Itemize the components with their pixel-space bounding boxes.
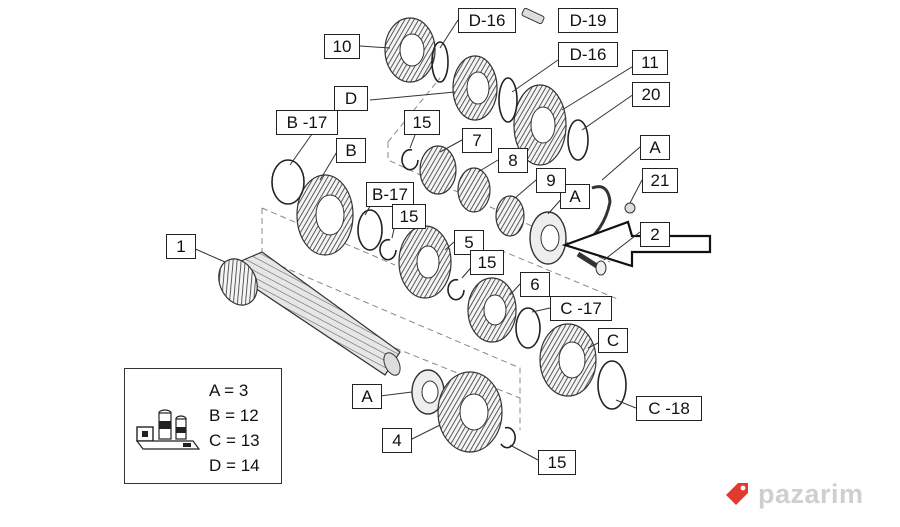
synchro-C <box>539 323 597 397</box>
snap-rings <box>271 41 627 449</box>
gear-10 <box>384 17 436 83</box>
label-6: 6 <box>520 272 550 297</box>
legend-row-D: D = 14 <box>209 456 260 475</box>
gear-7 <box>419 145 457 195</box>
legend-row-C: C = 13 <box>209 431 260 450</box>
kit-legend: A = 3 B = 12 C = 13 D = 14 <box>124 368 282 484</box>
gear-6 <box>467 277 517 343</box>
gear-5 <box>398 225 452 299</box>
label-C: C <box>598 328 628 353</box>
indicator-arrow <box>561 220 712 268</box>
label-10: 10 <box>324 34 360 59</box>
label-D: D <box>334 86 368 111</box>
synchro-D <box>452 55 498 121</box>
kit-parts-icon <box>135 409 201 450</box>
bearing-A-lower <box>411 369 445 415</box>
label-15-upper: 15 <box>404 110 440 135</box>
label-9: 9 <box>536 168 566 193</box>
label-B-17-lower: B-17 <box>366 182 414 207</box>
label-4: 4 <box>382 428 412 453</box>
label-21: 21 <box>642 168 678 193</box>
watermark-text: pazarim <box>758 478 864 509</box>
label-C-17: C -17 <box>550 296 612 321</box>
label-20: 20 <box>632 82 670 107</box>
label-A-middle: A <box>560 184 590 209</box>
gear-4 <box>437 371 503 453</box>
label-B-17-upper: B -17 <box>276 110 338 135</box>
bearing-A-upper <box>529 211 567 265</box>
label-11: 11 <box>632 50 668 75</box>
legend-row-A: A = 3 <box>209 381 249 400</box>
label-D-19: D-19 <box>558 8 618 33</box>
legend-row-B: B = 12 <box>209 406 259 425</box>
label-15-c: 15 <box>470 250 504 275</box>
label-7: 7 <box>462 128 492 153</box>
gear-11 <box>513 84 567 166</box>
gear-9 <box>495 195 525 237</box>
label-A-top: A <box>640 135 670 160</box>
label-D-16-top: D-16 <box>458 8 516 33</box>
label-15-bottom: 15 <box>538 450 576 475</box>
main-shaft <box>218 251 401 376</box>
label-C-18: C -18 <box>636 396 702 421</box>
label-8: 8 <box>498 148 528 173</box>
label-1: 1 <box>166 234 196 259</box>
label-2: 2 <box>640 222 670 247</box>
label-B: B <box>336 138 366 163</box>
label-A-lower: A <box>352 384 382 409</box>
gear-8 <box>457 167 491 213</box>
pazarim-watermark: pazarim <box>722 474 882 514</box>
synchro-B <box>296 174 354 256</box>
price-tag-icon <box>726 483 748 505</box>
label-D-16: D-16 <box>558 42 618 67</box>
label-15-b: 15 <box>392 204 426 229</box>
